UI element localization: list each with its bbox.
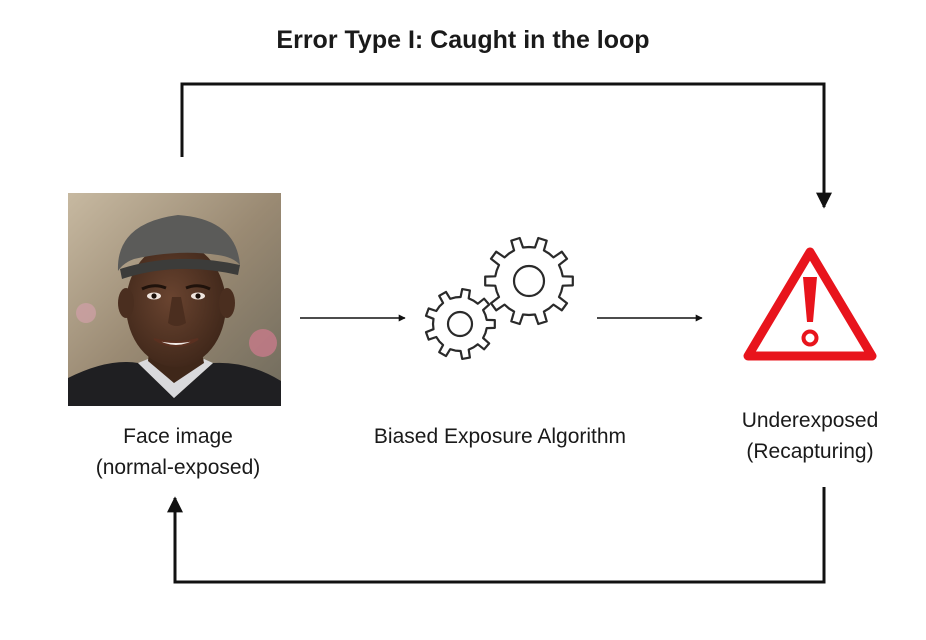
loop-arrow-bottom xyxy=(167,487,826,584)
face-caption-line2: (normal-exposed) xyxy=(95,456,261,479)
loop-arrow-top xyxy=(180,82,832,209)
algorithm-caption-text: Biased Exposure Algorithm xyxy=(373,425,627,448)
face-caption: Face image (normal-exposed) xyxy=(58,421,298,483)
warning-caption: Underexposed (Recapturing) xyxy=(705,405,915,467)
warning-caption-line2: (Recapturing) xyxy=(746,440,874,463)
diagram-title: Error Type I: Caught in the loop xyxy=(276,26,650,54)
warning-triangle-icon xyxy=(743,247,877,361)
gears-icon xyxy=(424,236,574,360)
face-photo xyxy=(68,193,281,406)
face-caption-line1: Face image xyxy=(123,425,233,448)
algorithm-caption: Biased Exposure Algorithm xyxy=(330,421,670,452)
warning-caption-line1: Underexposed xyxy=(741,409,879,432)
